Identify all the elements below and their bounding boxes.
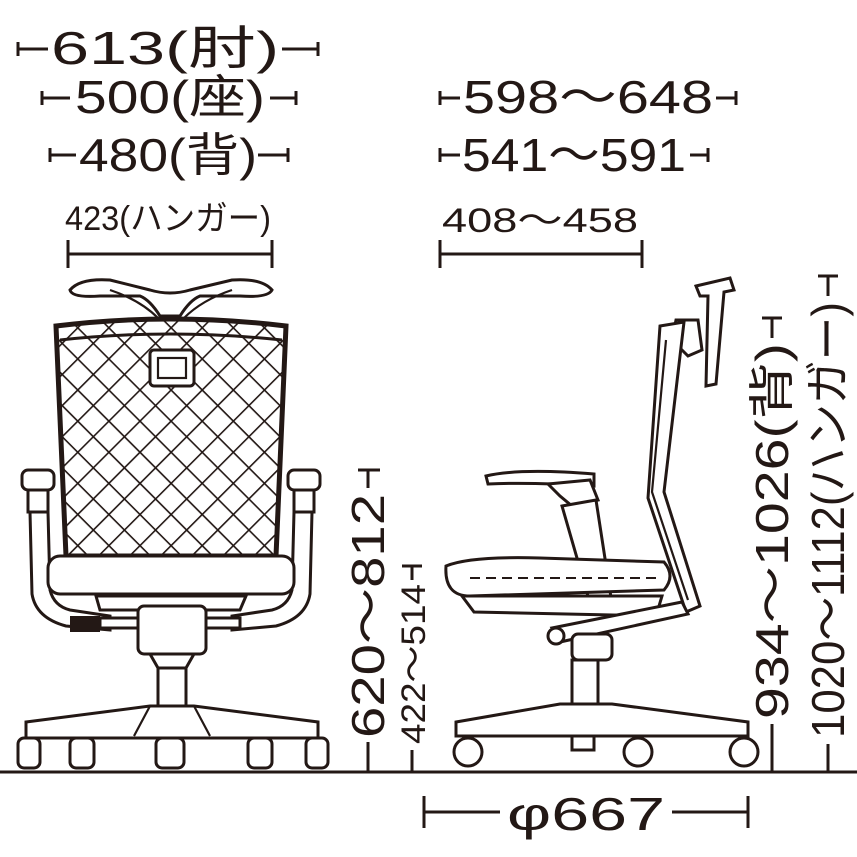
side-base — [454, 702, 750, 752]
front-casters — [16, 736, 330, 770]
side-seat — [444, 556, 672, 598]
width-hanger-label: 423(ハンガー) — [65, 200, 271, 238]
depth-max-label: 598～648 — [463, 71, 713, 123]
side-dimension-lines — [438, 91, 738, 268]
front-view-chair — [16, 278, 330, 770]
side-casters — [452, 736, 760, 768]
armrest-height-label: 620～812 — [342, 494, 394, 738]
side-backrest — [646, 320, 702, 615]
base-diameter-label: φ667 — [507, 788, 665, 840]
height-dimension-lines — [358, 274, 838, 774]
front-seat — [46, 554, 296, 596]
front-mechanism — [70, 594, 249, 670]
width-armrest-label: 613(肘) — [51, 22, 279, 74]
depth-seat-label: 541～591 — [462, 129, 686, 181]
front-dimension-lines — [16, 42, 320, 268]
width-back-label: 480(背) — [79, 129, 257, 181]
hanger-height-label: 1020～1112(ハンガー) — [802, 302, 854, 738]
base-diameter-dimension-line — [422, 796, 750, 828]
front-backrest — [53, 316, 289, 559]
side-view-chair — [444, 276, 760, 768]
front-hanger — [68, 278, 274, 319]
depth-back-label: 408～458 — [442, 202, 638, 240]
width-seat-label: 500(座) — [75, 71, 265, 123]
side-gas-cylinder — [570, 658, 600, 708]
front-armrests — [20, 468, 322, 632]
back-height-label: 934～1026(背) — [746, 343, 798, 719]
front-gas-cylinder — [156, 666, 188, 710]
front-base — [24, 704, 320, 740]
side-mechanism — [459, 594, 691, 662]
seat-height-label: 422～514 — [395, 584, 433, 744]
